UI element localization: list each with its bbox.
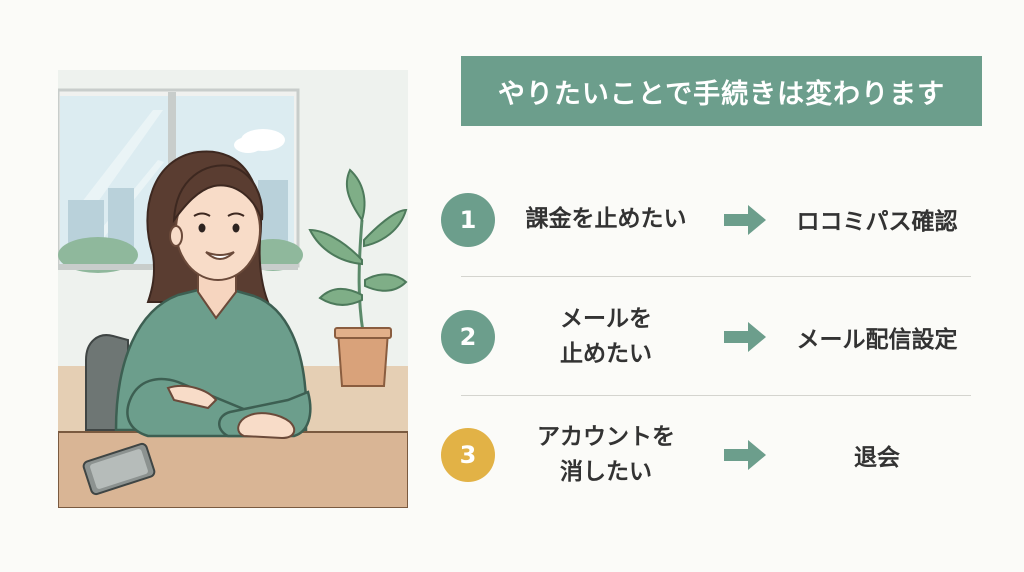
arrow-right-icon	[724, 322, 766, 352]
step-number-badge-3: 3	[441, 428, 495, 482]
divider-1	[461, 276, 971, 277]
divider-2	[461, 395, 971, 396]
arrow-right-icon	[724, 205, 766, 235]
arrow-right-icon	[724, 440, 766, 470]
step-action-3-line-1: アカウントを	[537, 424, 675, 450]
step-action-2-line-1: メールを	[560, 306, 652, 332]
step-action-2: メールを 止めたい	[507, 302, 705, 372]
step-number-badge-1: 1	[441, 193, 495, 247]
potted-plant	[308, 168, 408, 387]
step-result-3: 退会	[854, 445, 900, 471]
illustration-woman-at-desk	[58, 70, 408, 508]
phone	[82, 442, 156, 496]
step-action-1: 課金を止めたい	[525, 206, 687, 232]
step-number-badge-2: 2	[441, 310, 495, 364]
step-row-3: 3 アカウントを 消したい 退会	[441, 402, 982, 512]
step-action-3-line-2: 消したい	[560, 459, 652, 485]
step-row-2: 2 メールを 止めたい メール配信設定	[441, 283, 982, 393]
step-action-3: アカウントを 消したい	[507, 420, 705, 490]
step-action-2-line-2: 止めたい	[560, 341, 652, 367]
step-result-1: ロコミパス確認	[796, 209, 958, 235]
step-row-1: 1 課金を止めたい ロコミパス確認	[441, 165, 982, 275]
step-result-2: メール配信設定	[796, 327, 958, 353]
title-banner: やりたいことで手続きは変わります	[461, 56, 982, 126]
